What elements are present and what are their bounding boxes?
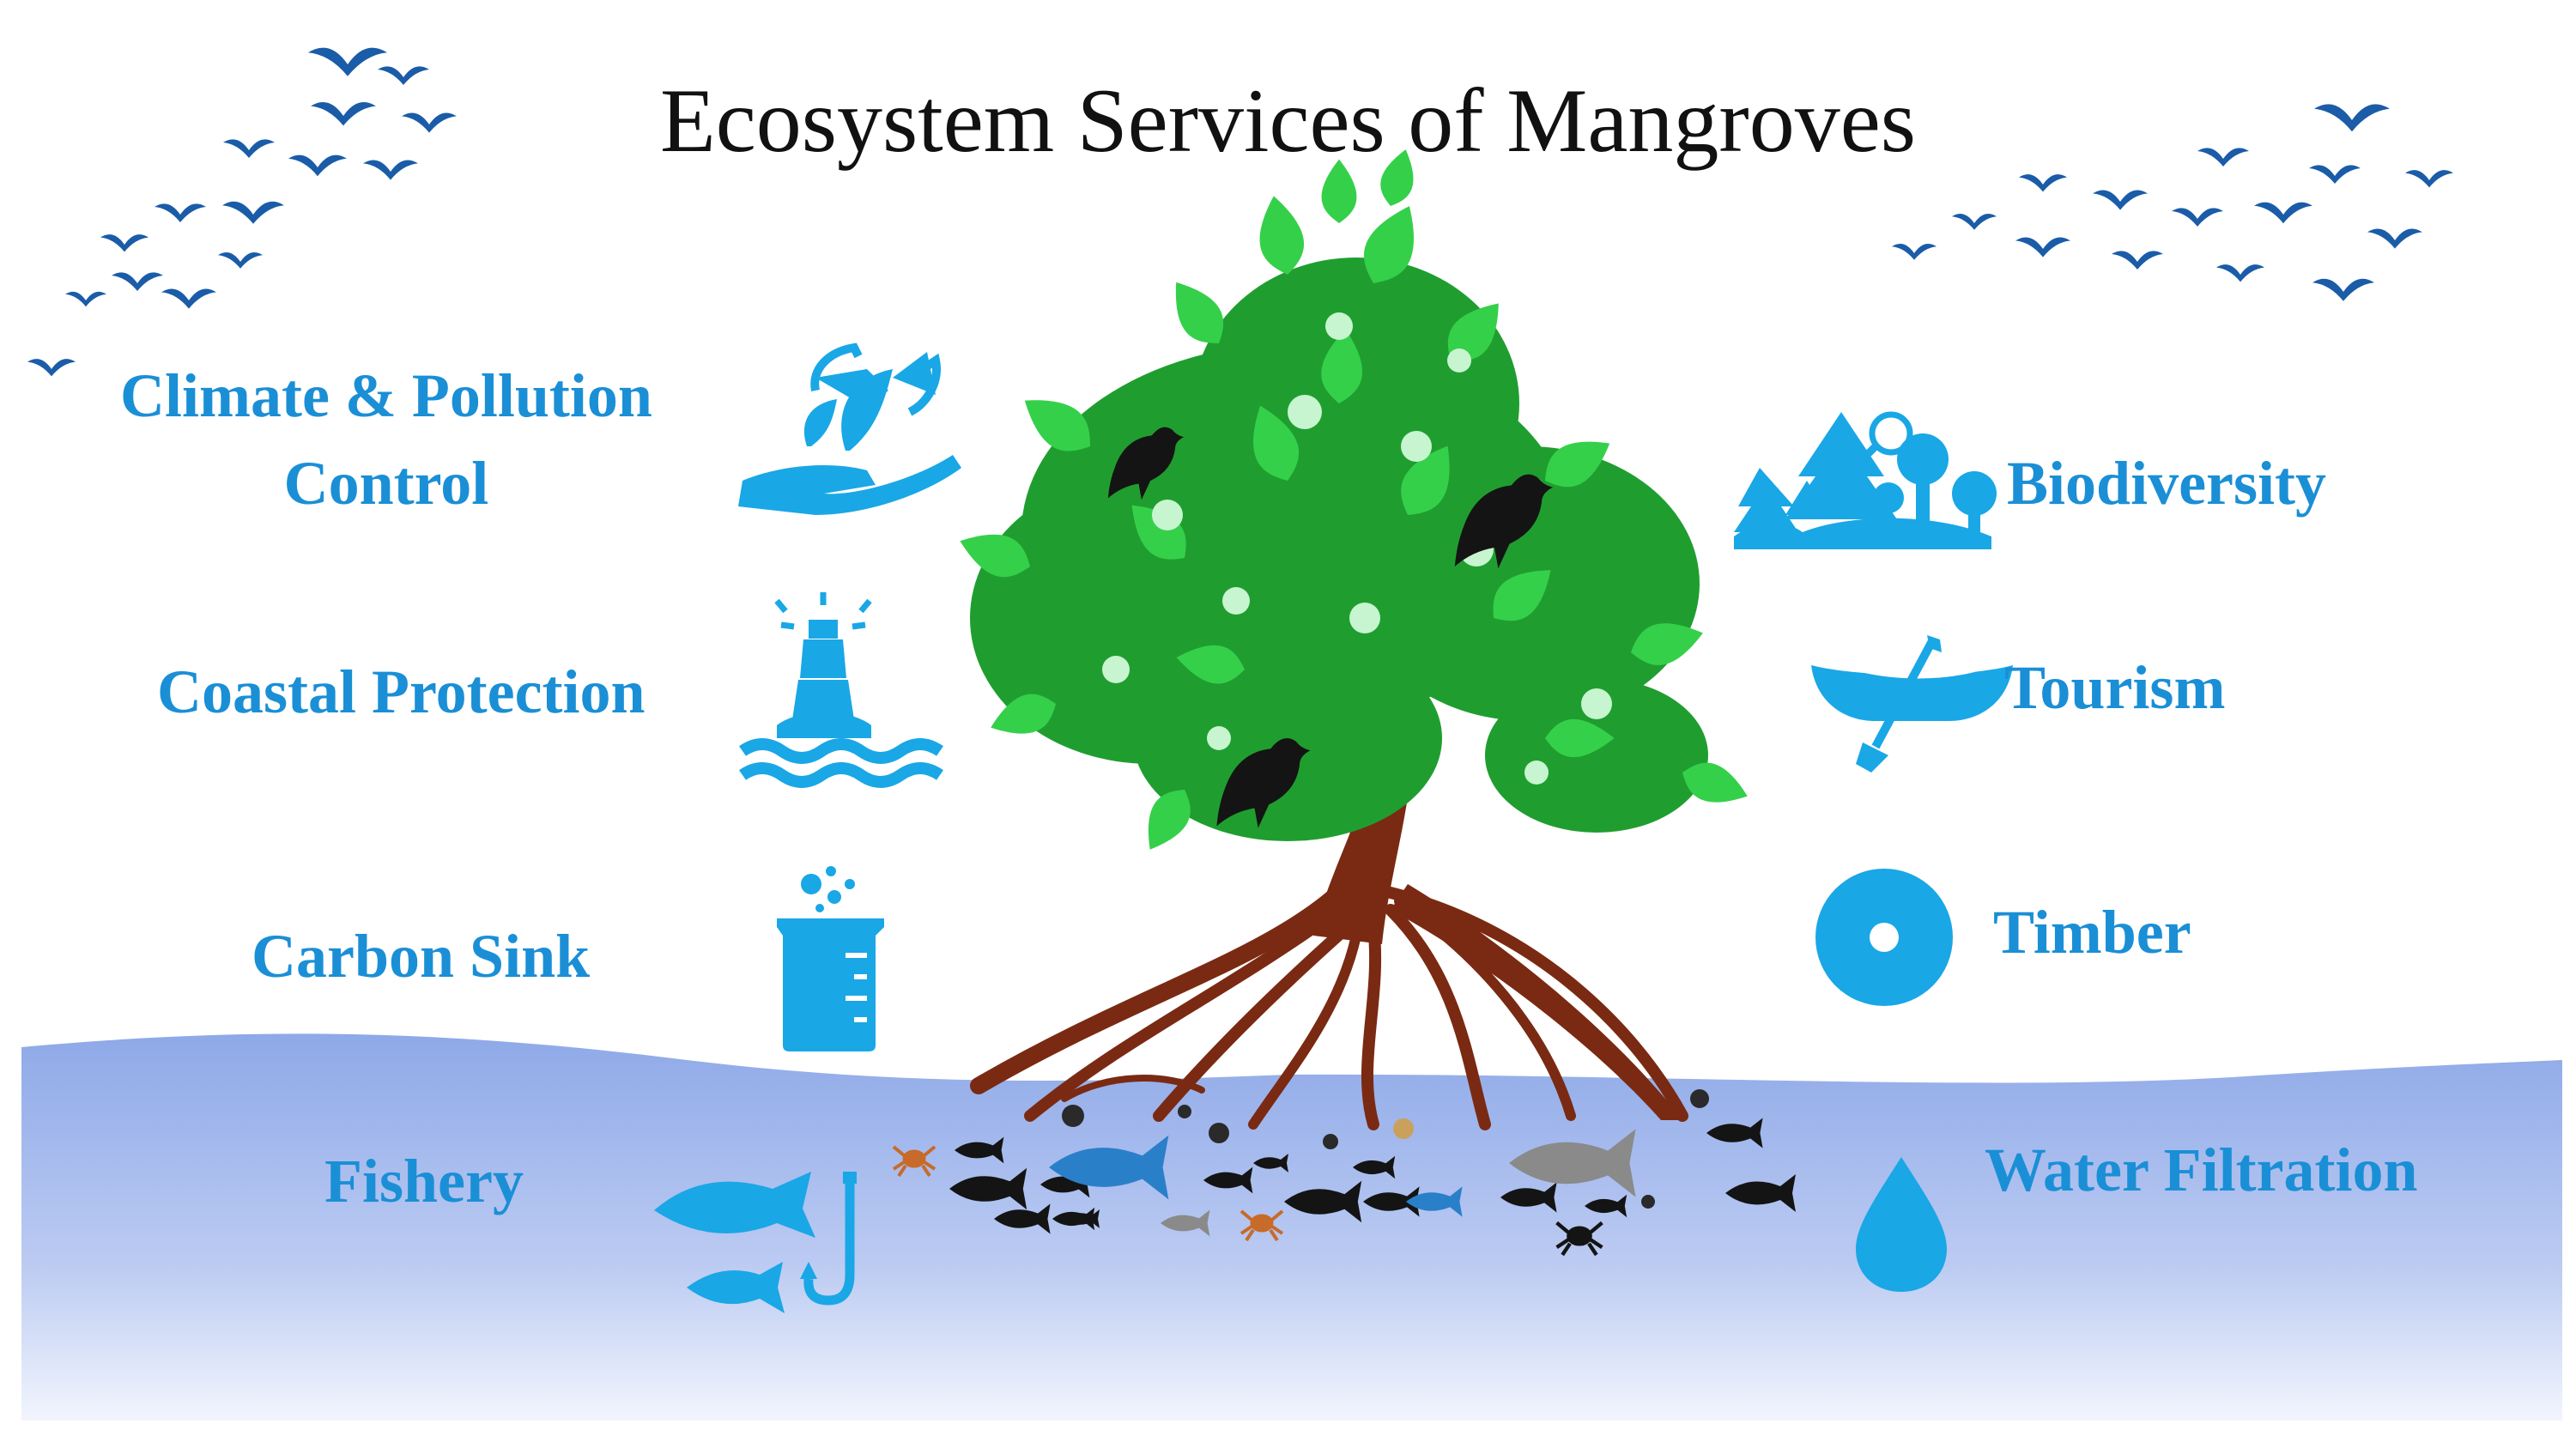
beaker-icon <box>777 866 884 1051</box>
service-biodiversity: Biodiversity <box>2007 449 2326 518</box>
service-climate-line1: Climate & Pollution <box>120 361 652 430</box>
mangrove-canopy <box>953 145 1755 859</box>
lighthouse-icon <box>739 592 943 788</box>
mangrove-right-prop-root <box>1391 884 1682 1120</box>
service-climate-pollution-control: Climate & Pollution Control <box>120 352 652 527</box>
service-tourism: Tourism <box>2004 653 2226 722</box>
service-water-filtration: Water Filtration <box>1985 1136 2418 1204</box>
water-drop-icon <box>1856 1157 1947 1292</box>
water-body <box>21 1033 2562 1421</box>
forest-icon <box>1734 411 1997 549</box>
fish-hook-icon <box>654 1172 857 1313</box>
canoe-icon <box>1811 635 2013 773</box>
recycle-hand-icon <box>738 342 961 515</box>
underwater-shell-brown <box>1393 1118 1414 1139</box>
service-timber: Timber <box>1993 898 2191 966</box>
service-climate-line2: Control <box>283 449 489 518</box>
underwater-shells <box>1062 1089 1709 1209</box>
diagram-title: Ecosystem Services of Mangroves <box>659 70 1917 171</box>
service-fishery: Fishery <box>324 1147 524 1215</box>
service-coastal-protection: Coastal Protection <box>157 657 646 726</box>
service-carbon-sink: Carbon Sink <box>252 922 591 991</box>
saw-blade-icon <box>1815 869 1953 1006</box>
